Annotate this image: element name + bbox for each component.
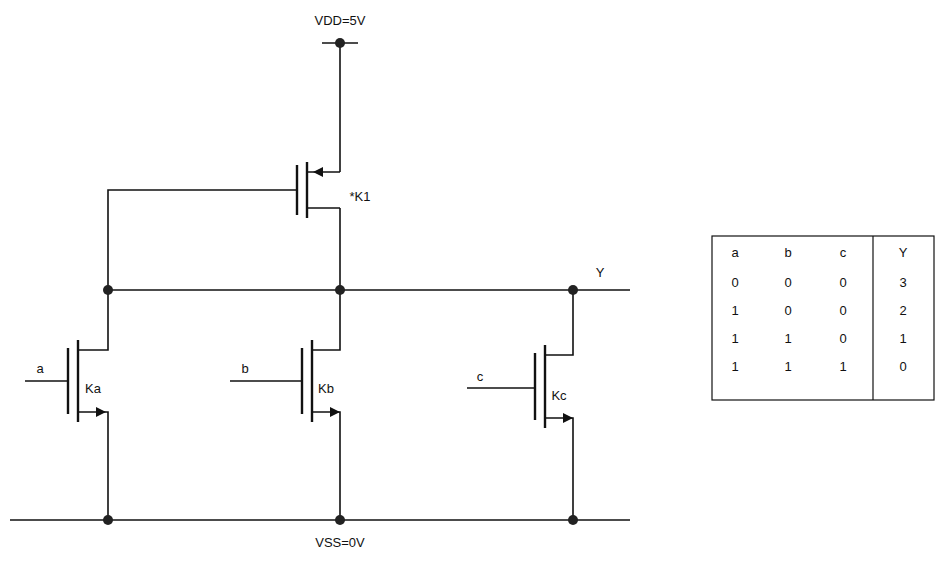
channel (311, 340, 313, 422)
table-header: a (731, 246, 738, 259)
table-header: Y (899, 246, 908, 259)
table-cell: 1 (784, 360, 791, 373)
junction-dot (568, 515, 578, 525)
arrowheads (96, 167, 573, 423)
table-cell: 1 (731, 332, 738, 345)
source-lead (307, 171, 340, 173)
table-cell: 1 (784, 332, 791, 345)
transistor-name: Ka (85, 382, 101, 395)
table-cell: 1 (839, 360, 846, 373)
source-lead (78, 412, 108, 520)
arrowhead (313, 167, 323, 177)
table-divider (872, 236, 873, 400)
signal-name: a (36, 362, 43, 375)
table-cell: 1 (899, 332, 906, 345)
transistor-name: Kb (318, 382, 334, 395)
wire (339, 43, 341, 172)
source-lead (312, 412, 340, 520)
source-lead (545, 418, 573, 520)
table-cell: 0 (899, 360, 906, 373)
arrowhead (563, 413, 573, 423)
table-cell: 1 (731, 360, 738, 373)
transistor-name: Kc (551, 389, 566, 402)
table-cell: 1 (731, 304, 738, 317)
table-cell: 0 (784, 276, 791, 289)
gate-plate (534, 353, 536, 420)
junction-dots (103, 38, 578, 525)
junction-dot (335, 38, 345, 48)
table-header: b (784, 246, 791, 259)
gate-wire (108, 190, 297, 290)
table-cell: 0 (839, 332, 846, 345)
channel (544, 345, 546, 428)
table-cell: 0 (731, 276, 738, 289)
supply-label: VDD=5V (315, 14, 366, 27)
drain-lead (307, 207, 340, 209)
channel (77, 340, 79, 422)
junction-dot (103, 515, 113, 525)
table-header: c (840, 246, 847, 259)
input-wire (230, 380, 302, 382)
junction-dot (335, 285, 345, 295)
drain-lead (545, 290, 573, 355)
table-cell: 3 (899, 276, 906, 289)
table-cell: 0 (784, 304, 791, 317)
table-cell: 2 (899, 304, 906, 317)
arrowhead (330, 407, 340, 417)
signal-name: c (477, 370, 484, 383)
input-wire (467, 387, 535, 389)
output-line (108, 289, 630, 291)
channel (306, 162, 308, 218)
signal-name: Y (596, 266, 605, 279)
transistor-name: *K1 (350, 190, 371, 203)
junction-dot (335, 515, 345, 525)
drain-lead (312, 290, 340, 350)
arrowhead (96, 407, 106, 417)
wire (339, 208, 341, 290)
supply-label: VSS=0V (315, 536, 365, 549)
table-cell: 0 (839, 276, 846, 289)
input-wire (25, 380, 68, 382)
signal-name: b (241, 362, 248, 375)
table-cell: 0 (839, 304, 846, 317)
junction-dot (568, 285, 578, 295)
wires (10, 43, 934, 520)
truth-table-border (712, 236, 934, 400)
drain-lead (78, 290, 108, 350)
junction-dot (103, 285, 113, 295)
